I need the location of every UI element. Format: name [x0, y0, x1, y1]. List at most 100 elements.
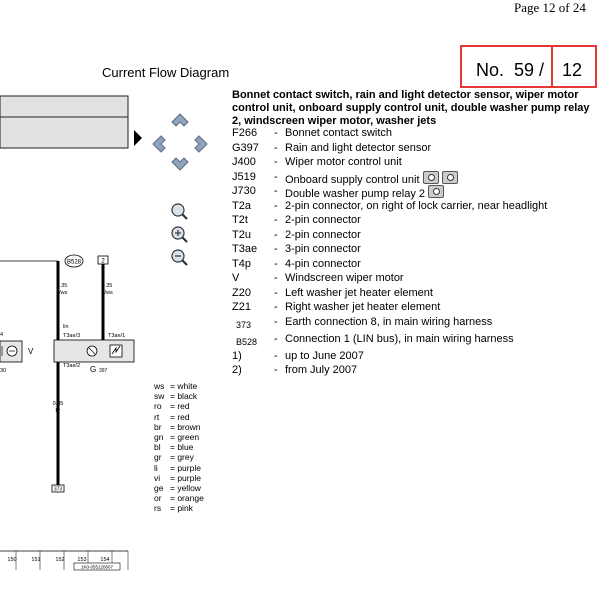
- wire-color-entry: sw= black: [154, 391, 204, 401]
- pan-up-icon[interactable]: [171, 113, 189, 127]
- wire-color-entry: rt= red: [154, 412, 204, 422]
- legend-description-text: 2-pin connector: [285, 214, 361, 226]
- legend-description: Right washer jet heater element: [285, 301, 440, 313]
- legend-description: 2-pin connector, on right of lock carrie…: [285, 200, 547, 212]
- svg-text:2: 2: [101, 259, 105, 265]
- wire-color-code: rs: [154, 503, 162, 514]
- wire-color-entry: vi= purple: [154, 473, 204, 483]
- legend-description-text: Windscreen wiper motor: [285, 272, 404, 284]
- legend-description: Bonnet contact switch: [285, 127, 392, 139]
- wire-color-entry: li = purple: [154, 463, 204, 473]
- legend-dash: -: [274, 315, 278, 328]
- wire-color-name: = pink: [170, 503, 193, 514]
- svg-text:0.35: 0.35: [102, 283, 113, 289]
- legend-description-text: Earth connection 8, in main wiring harne…: [285, 315, 493, 328]
- wire-color-name: = grey: [170, 452, 194, 463]
- wire-color-name: = orange: [170, 493, 204, 504]
- svg-text:B528: B528: [67, 260, 82, 266]
- svg-text:150: 150: [7, 557, 16, 563]
- svg-text:lin: lin: [63, 324, 69, 330]
- wire-color-name: = brown: [170, 421, 201, 432]
- zoom-fit-icon[interactable]: [171, 203, 188, 220]
- wire-color-code: bl: [154, 442, 161, 453]
- navigation-controls: [152, 113, 208, 266]
- legend-code: T2t: [232, 214, 248, 226]
- wire-color-entry: bl = blue: [154, 442, 204, 452]
- svg-text:T3ae/2: T3ae/2: [63, 363, 80, 369]
- legend-code: G397: [232, 141, 259, 154]
- svg-text:1K0-055120607: 1K0-055120607: [81, 565, 114, 570]
- collapse-arrow-icon[interactable]: [134, 130, 142, 146]
- legend-dash: -: [274, 332, 278, 345]
- legend-code: F266: [232, 127, 258, 139]
- legend-description: from July 2007: [285, 364, 357, 376]
- legend-code: J519: [232, 170, 256, 183]
- camera-icon[interactable]: [428, 185, 445, 198]
- pan-down-icon[interactable]: [171, 157, 189, 171]
- legend-description-text: Connection 1 (LIN bus), in main wiring h…: [285, 332, 514, 345]
- doc-page: 12: [562, 60, 583, 80]
- svg-text:153: 153: [77, 557, 86, 563]
- legend-code: J400: [232, 156, 256, 168]
- legend-description-text: 4-pin connector: [285, 257, 361, 270]
- legend-description-text: Left washer jet heater element: [285, 286, 433, 299]
- wire-color-code: sw: [154, 391, 165, 402]
- reference-box: [73, 562, 121, 571]
- legend-description-text: Right washer jet heater element: [285, 301, 441, 313]
- legend-description: 2-pin connector: [285, 229, 361, 241]
- legend-description: Left washer jet heater element: [285, 287, 433, 299]
- legend-description: 2-pin connector: [285, 214, 361, 226]
- wire-color-code: br: [154, 421, 162, 432]
- svg-text:397: 397: [99, 368, 108, 374]
- legend-description: Rain and light detector sensor: [285, 142, 431, 154]
- legend-dash: -: [274, 156, 278, 168]
- svg-text:30: 30: [0, 368, 6, 374]
- legend-description: Earth connection 8, in main wiring harne…: [285, 316, 492, 328]
- legend-dash: -: [274, 214, 278, 226]
- wire-color-code: li: [154, 462, 158, 473]
- legend-description: 4-pin connector: [285, 258, 361, 270]
- wire-color-name: = blue: [170, 442, 194, 453]
- svg-text:151: 151: [31, 557, 40, 563]
- component-panel: [0, 95, 129, 149]
- wire-color-name: = purple: [170, 472, 201, 483]
- wire-color-entry: ws= white: [154, 381, 204, 391]
- wire-color-code: or: [154, 493, 162, 504]
- svg-text:0.35: 0.35: [53, 401, 64, 407]
- legend-dash: -: [274, 185, 278, 197]
- wire-color-entry: or = orange: [154, 493, 204, 503]
- camera-icon[interactable]: [441, 170, 458, 184]
- legend-description: Onboard supply control unit: [285, 170, 458, 186]
- svg-text:T3ae/3: T3ae/3: [63, 333, 80, 339]
- wire-color-name: = purple: [170, 462, 201, 473]
- legend-description-text: Rain and light detector sensor: [285, 141, 432, 154]
- wire-color-code: gn: [154, 432, 164, 443]
- svg-text:0.35: 0.35: [57, 283, 68, 289]
- legend-description-text: from July 2007: [285, 364, 358, 376]
- svg-text:373: 373: [54, 487, 63, 493]
- pan-right-icon[interactable]: [194, 135, 208, 153]
- zoom-out-icon[interactable]: [171, 249, 188, 266]
- circuit-diagram: B528 2 0.35 li/ws 0.35 rt/ws 0.35 br lin…: [0, 95, 142, 571]
- legend-description-text: 2-pin connector, on right of lock carrie…: [285, 199, 548, 212]
- legend-code: V: [232, 272, 240, 284]
- legend-dash: -: [274, 243, 278, 255]
- doc-page-highlight: [551, 45, 597, 88]
- legend-code: 2): [232, 364, 242, 376]
- legend-description: Connection 1 (LIN bus), in main wiring h…: [285, 333, 514, 345]
- wire-color-entry: br = brown: [154, 422, 204, 432]
- svg-text:T3ae/1: T3ae/1: [108, 333, 125, 339]
- legend-description-text: 2-pin connector: [285, 228, 361, 241]
- zoom-in-icon[interactable]: [171, 226, 188, 243]
- wire-color-code: rt: [154, 411, 160, 422]
- legend-heading: Bonnet contact switch, rain and light de…: [232, 89, 590, 127]
- legend-description: Windscreen wiper motor: [285, 272, 404, 284]
- svg-text:4: 4: [0, 332, 3, 338]
- earth-connection-373: [51, 484, 65, 493]
- legend-code: B528: [236, 336, 258, 347]
- pan-left-icon[interactable]: [152, 135, 166, 153]
- legend-dash: -: [274, 272, 278, 284]
- camera-icon[interactable]: [422, 170, 439, 184]
- doc-number: No. 59 /: [476, 60, 545, 80]
- legend-description-text: Bonnet contact switch: [285, 127, 393, 139]
